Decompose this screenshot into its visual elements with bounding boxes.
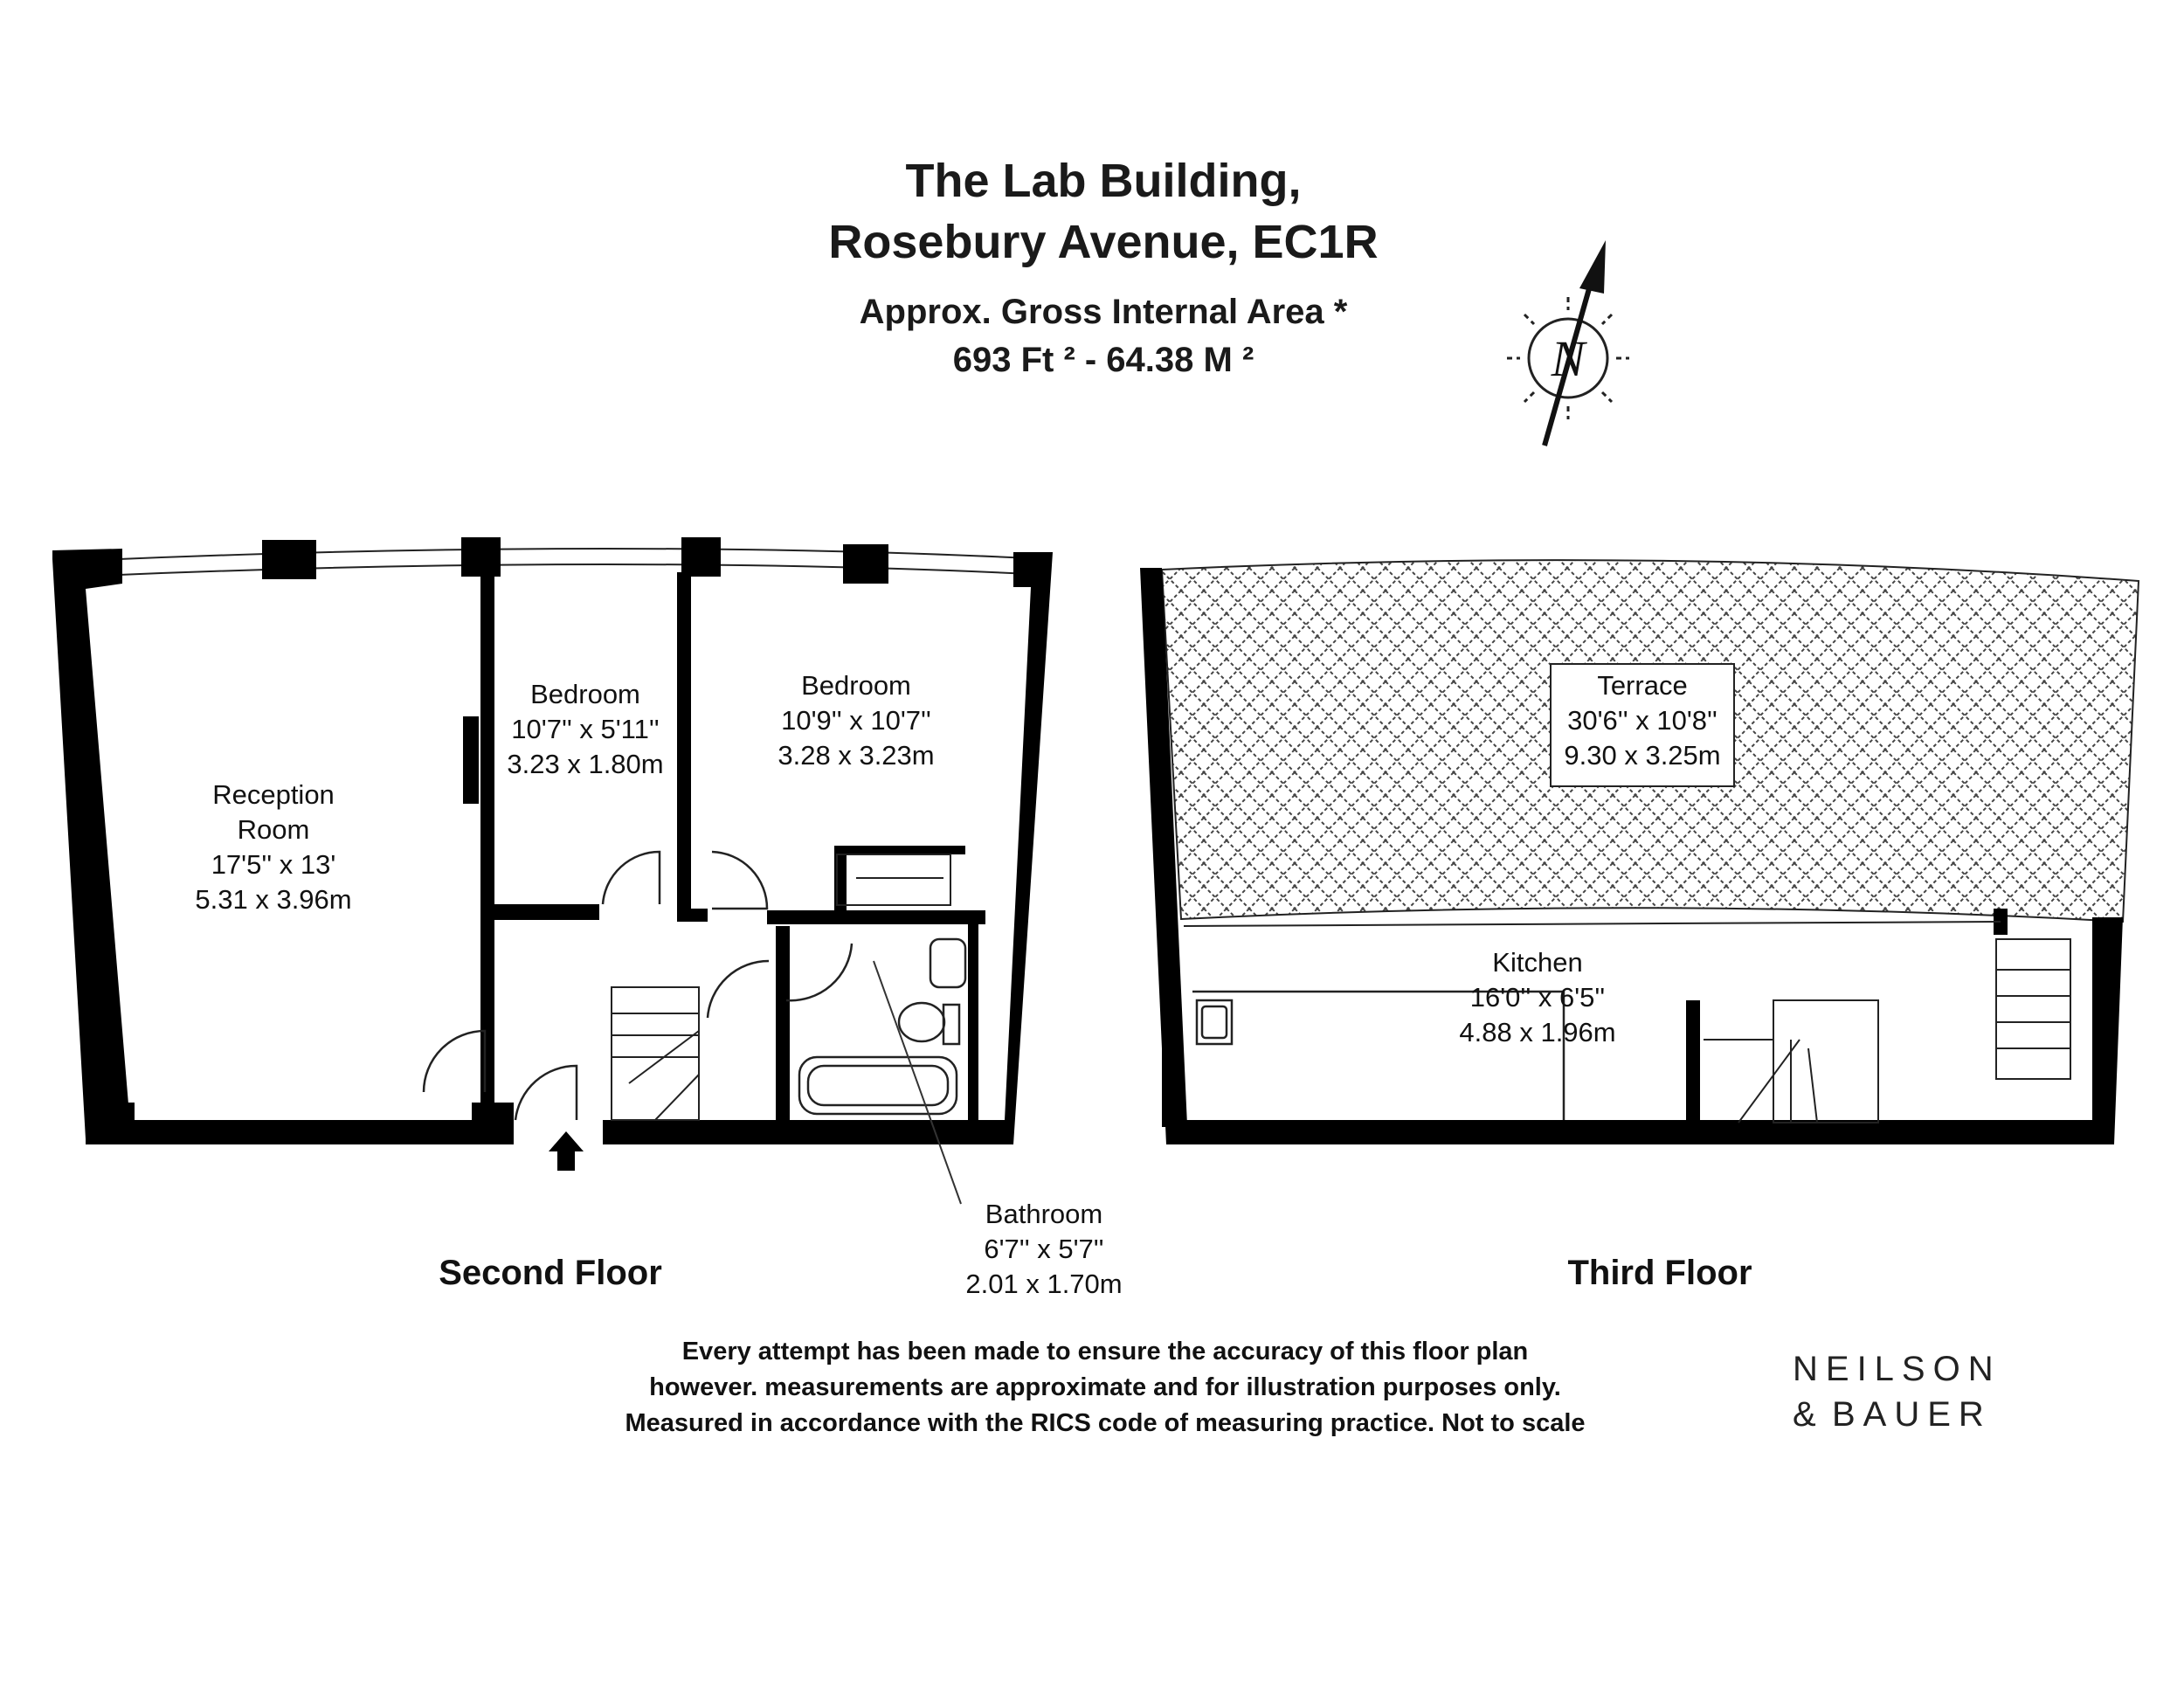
room-label-bathroom: Bathroom 6'7'' x 5'7'' 2.01 x 1.70m (965, 1199, 1122, 1299)
third-floor-label: Third Floor (1567, 1254, 1752, 1292)
room-imperial: 10'7'' x 5'11'' (511, 714, 659, 744)
area-label: Approx. Gross Internal Area * (860, 293, 1348, 331)
room-label-bedroom-small: Bedroom 10'7'' x 5'11'' 3.23 x 1.80m (507, 679, 663, 779)
brand-ampersand: & (1793, 1395, 1824, 1434)
entrance-arrow-icon (549, 1131, 584, 1171)
room-imperial: 6'7'' x 5'7'' (984, 1234, 1103, 1264)
third-floor-plan (1140, 559, 2140, 1144)
disclaimer-line-3: Measured in accordance with the RICS cod… (625, 1409, 1585, 1437)
brand-logo: NEILSON & BAUER (1793, 1350, 2001, 1434)
room-metric: 3.23 x 1.80m (507, 749, 663, 779)
title-line-1: The Lab Building, (906, 155, 1302, 207)
third-floor-walls (1140, 568, 2123, 1144)
second-floor-plan (52, 537, 1053, 1205)
room-metric: 5.31 x 3.96m (195, 884, 351, 915)
brand-line-2: BAUER (1832, 1395, 1992, 1434)
disclaimer-line-2: however. measurements are approximate an… (649, 1373, 1561, 1401)
room-imperial: 30'6'' x 10'8'' (1567, 705, 1717, 736)
exterior-walls (52, 537, 1053, 1144)
area-value: 693 Ft ² - 64.38 M ² (953, 341, 1254, 379)
room-metric: 9.30 x 3.25m (1564, 740, 1720, 771)
kitchen-terrace-line (1183, 921, 2001, 927)
room-metric: 3.28 x 3.23m (778, 740, 934, 771)
brand-line-1: NEILSON (1793, 1350, 2001, 1388)
room-name: Bedroom (530, 679, 640, 709)
room-name: Bedroom (801, 670, 911, 701)
room-imperial: 16'0'' x 6'5'' (1470, 982, 1605, 1013)
room-label-bedroom-large: Bedroom 10'9'' x 10'7'' 3.28 x 3.23m (778, 670, 934, 771)
room-name-line1: Reception (212, 779, 335, 810)
room-imperial: 10'9'' x 10'7'' (781, 705, 931, 736)
second-floor-label: Second Floor (439, 1254, 662, 1292)
third-floor-stairs (1704, 938, 2071, 1124)
room-name: Terrace (1597, 670, 1687, 701)
room-imperial: 17'5'' x 13' (211, 849, 336, 880)
room-label-terrace: Terrace 30'6'' x 10'8'' 9.30 x 3.25m (1564, 670, 1720, 771)
kitchen-counter (1192, 990, 1565, 1120)
room-label-reception: Reception Room 17'5'' x 13' 5.31 x 3.96m (195, 779, 351, 915)
wardrobe (836, 854, 951, 906)
room-label-kitchen: Kitchen 16'0'' x 6'5'' 4.88 x 1.96m (1459, 947, 1615, 1047)
door-swings (422, 850, 854, 1121)
staircase (611, 986, 700, 1121)
plan-header: The Lab Building, Rosebury Avenue, EC1R … (828, 155, 1378, 379)
disclaimer-line-1: Every attempt has been made to ensure th… (682, 1338, 1529, 1366)
bathroom-pointer (873, 960, 962, 1205)
room-name: Bathroom (985, 1199, 1102, 1229)
bathroom-fixtures (798, 937, 967, 1116)
window-strip (76, 547, 1049, 577)
compass-letter: N (1551, 330, 1588, 387)
room-metric: 4.88 x 1.96m (1459, 1017, 1615, 1047)
room-name: Kitchen (1492, 947, 1582, 978)
title-line-2: Rosebury Avenue, EC1R (828, 216, 1378, 268)
terrace-label-box (1550, 663, 1735, 787)
room-name-line2: Room (238, 814, 310, 845)
north-compass-icon: N (1507, 240, 1629, 446)
disclaimer: Every attempt has been made to ensure th… (625, 1338, 1585, 1437)
room-metric: 2.01 x 1.70m (965, 1269, 1122, 1299)
interior-walls (463, 572, 985, 1123)
